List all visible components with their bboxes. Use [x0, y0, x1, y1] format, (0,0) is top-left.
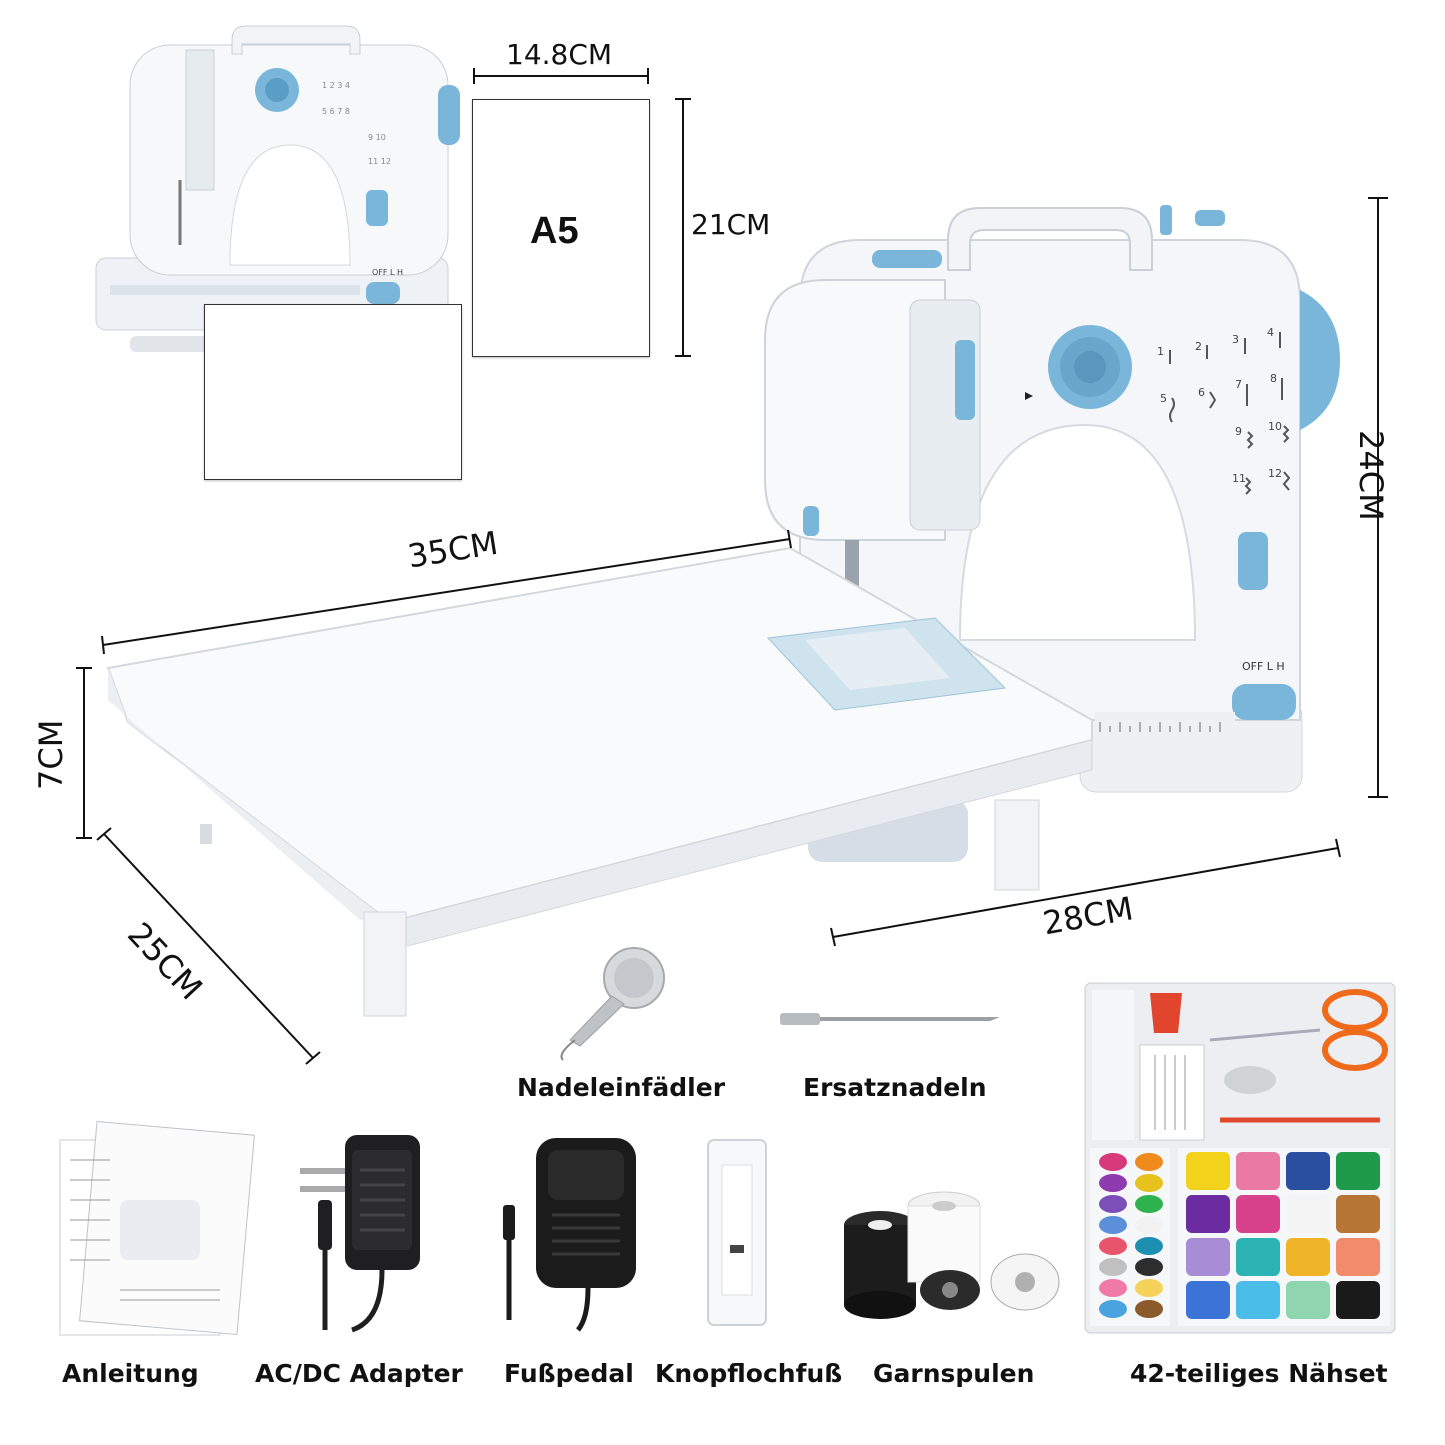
thread-spool	[1286, 1152, 1330, 1190]
thread-spool	[1236, 1281, 1280, 1319]
needle-threader-image	[560, 947, 665, 1061]
buttonhole-foot-image	[707, 1139, 767, 1326]
svg-text:2: 2	[1195, 340, 1202, 353]
svg-text:1: 1	[1157, 345, 1164, 358]
bobbin	[1099, 1216, 1127, 1234]
label-thread-spools: Garnspulen	[873, 1359, 1035, 1388]
comparison-sheet	[204, 304, 462, 480]
svg-text:8: 8	[1270, 372, 1277, 385]
svg-text:3: 3	[1232, 333, 1239, 346]
svg-text:5 6 7 8: 5 6 7 8	[322, 107, 350, 116]
thread-spool	[1186, 1195, 1230, 1233]
svg-text:11 12: 11 12	[368, 157, 391, 166]
label-buttonhole-foot: Knopflochfuß	[655, 1359, 843, 1388]
svg-text:1 2 3 4: 1 2 3 4	[322, 81, 350, 90]
label-adapter: AC/DC Adapter	[255, 1359, 463, 1388]
thread-spool	[1186, 1281, 1230, 1319]
label-manual: Anleitung	[62, 1359, 199, 1388]
manual-image	[59, 1120, 255, 1336]
thread-spool	[1186, 1152, 1230, 1190]
label-spare-needles: Ersatznadeln	[803, 1073, 987, 1102]
bobbin	[1099, 1153, 1127, 1171]
thread-spool	[1186, 1238, 1230, 1276]
thread-spool	[1236, 1238, 1280, 1276]
bobbin	[1135, 1216, 1163, 1234]
bobbin	[1135, 1279, 1163, 1297]
thread-spool	[1336, 1195, 1380, 1233]
foot-pedal-image	[503, 1138, 636, 1332]
svg-text:OFF L H: OFF L H	[1242, 660, 1285, 673]
bobbin	[1099, 1300, 1127, 1318]
svg-text:6: 6	[1198, 386, 1205, 399]
spare-needle-image	[780, 1013, 1000, 1025]
label-needle-threader: Nadeleinfädler	[517, 1073, 726, 1102]
thread-spool	[1286, 1281, 1330, 1319]
a5-label: A5	[530, 210, 579, 252]
bobbin	[1135, 1300, 1163, 1318]
a5-height-label: 21CM	[691, 208, 771, 241]
svg-text:7: 7	[1235, 378, 1242, 391]
a5-width-label: 14.8CM	[506, 38, 613, 71]
thread-spool	[1336, 1281, 1380, 1319]
svg-text:12: 12	[1268, 467, 1282, 480]
thread-spool	[1336, 1238, 1380, 1276]
svg-text:4: 4	[1267, 326, 1274, 339]
bobbin	[1099, 1237, 1127, 1255]
svg-text:10: 10	[1268, 420, 1282, 433]
thread-spool	[1286, 1195, 1330, 1233]
bobbin	[1099, 1279, 1127, 1297]
thread-spools-image	[844, 1191, 1060, 1319]
svg-text:9: 9	[1235, 425, 1242, 438]
svg-text:11: 11	[1232, 472, 1246, 485]
label-sewing-kit: 42-teiliges Nähset	[1130, 1359, 1388, 1388]
thread-spool	[1236, 1195, 1280, 1233]
thread-spool	[1236, 1152, 1280, 1190]
bobbin	[1099, 1258, 1127, 1276]
svg-text:OFF L H: OFF L H	[372, 268, 403, 277]
a5-sheet	[472, 99, 650, 357]
svg-text:9 10: 9 10	[368, 133, 386, 142]
bobbin	[1099, 1195, 1127, 1213]
label-foot-pedal: Fußpedal	[504, 1359, 634, 1388]
bobbin	[1099, 1174, 1127, 1192]
svg-text:5: 5	[1160, 392, 1167, 405]
bobbin	[1135, 1258, 1163, 1276]
bobbin	[1135, 1174, 1163, 1192]
bobbin	[1135, 1237, 1163, 1255]
thread-spool	[1286, 1238, 1330, 1276]
thread-spool	[1336, 1152, 1380, 1190]
bobbin	[1135, 1195, 1163, 1213]
bobbin	[1135, 1153, 1163, 1171]
adapter-image	[300, 1135, 420, 1333]
